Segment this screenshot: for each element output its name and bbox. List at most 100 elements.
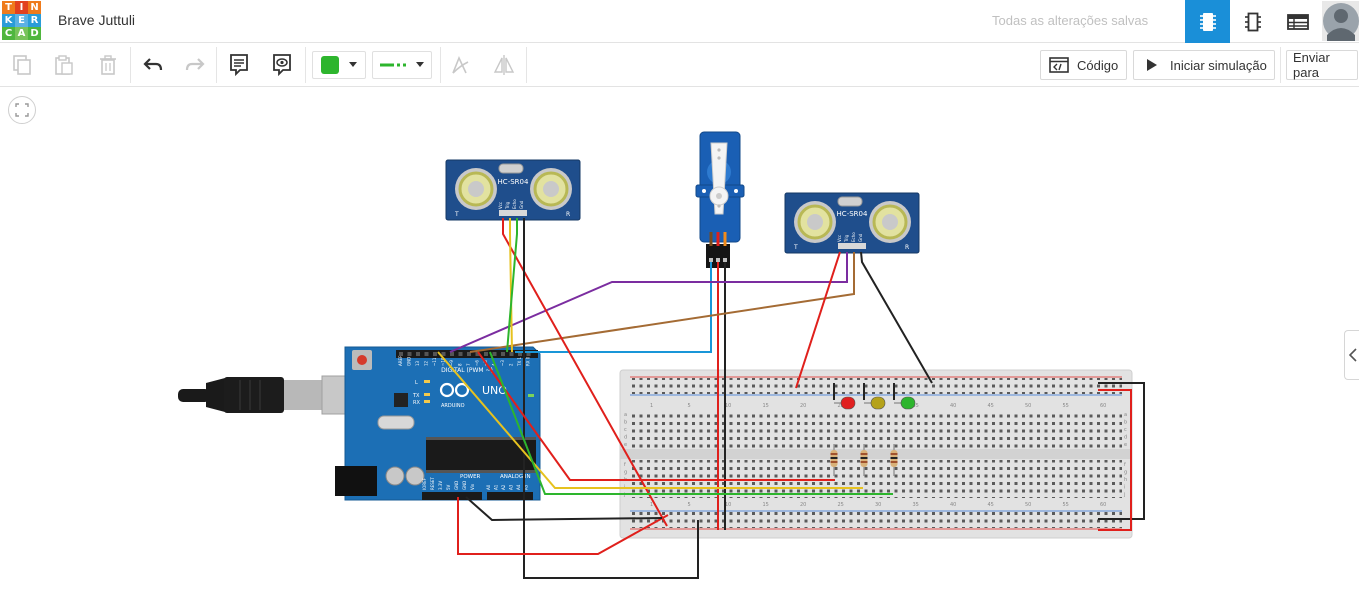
wire-sensor2-vcc[interactable]: [795, 251, 841, 389]
user-avatar[interactable]: [1322, 1, 1359, 41]
wire-gnd[interactable]: [465, 496, 663, 522]
wires[interactable]: [437, 218, 1145, 579]
led-2[interactable]: [864, 396, 886, 410]
sensor-pin-label: Echo: [512, 199, 517, 209]
wire-sensor2-echo[interactable]: [469, 252, 855, 353]
rx-led-label: RX: [413, 400, 420, 406]
digital-header-pin[interactable]: [475, 352, 480, 356]
redo-button[interactable]: [181, 49, 209, 81]
wire-type-picker[interactable]: [372, 51, 432, 79]
tx-led-label: TX: [412, 393, 420, 399]
wire-sensor1-vcc[interactable]: [502, 218, 668, 527]
logo-letter: A: [15, 27, 28, 40]
paste-button[interactable]: [50, 49, 78, 81]
notes-visibility-button[interactable]: [268, 49, 296, 81]
led-group[interactable]: [830, 383, 916, 476]
digital-header-pin[interactable]: [484, 352, 488, 356]
logo-letter: I: [15, 1, 28, 14]
digital-header-pin[interactable]: [407, 352, 412, 356]
wire-led-red[interactable]: [477, 351, 835, 481]
wire-servo-signal[interactable]: [515, 262, 712, 353]
code-button[interactable]: Código: [1040, 50, 1127, 80]
sensor-1-corner-right: R: [566, 211, 570, 218]
wire-led-green[interactable]: [489, 351, 893, 495]
logo-letter: K: [2, 14, 15, 27]
toolbar-divider: [1280, 47, 1281, 83]
digital-header-pin[interactable]: [526, 352, 531, 356]
digital-pin-label: ~10: [441, 357, 446, 366]
flip-button[interactable]: [490, 49, 518, 81]
schematic-view-button[interactable]: [1230, 0, 1275, 43]
sensor-2-model-label: HC-SR04: [837, 210, 868, 218]
project-title[interactable]: Brave Juttuli: [58, 12, 136, 28]
wire-sensor1-echo[interactable]: [506, 218, 518, 353]
note-eye-icon: [273, 54, 291, 77]
send-to-button[interactable]: Enviar para: [1286, 50, 1358, 80]
undo-button[interactable]: [139, 49, 167, 81]
led-3[interactable]: [894, 396, 916, 410]
digital-header-pin[interactable]: [492, 352, 497, 356]
wire-5v[interactable]: [457, 497, 669, 555]
fit-view-button[interactable]: [8, 96, 36, 124]
digital-header-pin[interactable]: [518, 352, 522, 356]
copy-icon: [13, 55, 31, 75]
digital-header-pin[interactable]: [424, 352, 429, 356]
start-simulation-button[interactable]: Iniciar simulação: [1133, 50, 1275, 80]
digital-header-pin[interactable]: [509, 352, 514, 356]
components-panel-toggle[interactable]: [1344, 330, 1359, 380]
breadboard-row-label: c: [624, 427, 627, 433]
notes-button[interactable]: [225, 49, 253, 81]
list-table-icon: [1286, 13, 1309, 30]
led-1[interactable]: [834, 396, 856, 410]
sensor-pin-label: Gnd: [858, 233, 863, 242]
resistor-1[interactable]: [830, 444, 838, 476]
digital-pin-label: 13: [415, 360, 420, 366]
component-list-button[interactable]: [1275, 0, 1320, 43]
board-maker-label: ARDUINO: [441, 403, 465, 409]
digital-header-pin[interactable]: [501, 352, 505, 356]
digital-header-label: DIGITAL (PWM ~): [441, 367, 493, 374]
breadboard-col-label: 15: [763, 502, 769, 508]
wire-rail-ground-right[interactable]: [1098, 382, 1145, 520]
analog-header-label: ANALOG IN: [500, 474, 531, 480]
copy-button[interactable]: [8, 49, 36, 81]
breadboard-col-label: 10: [725, 502, 731, 508]
code-editor-icon: [1049, 57, 1069, 73]
sensor-pin-label: Echo: [851, 232, 856, 242]
wire-rail-power-right[interactable]: [1098, 389, 1132, 531]
breadboard[interactable]: 1155101015152020252530303535404045455050…: [619, 369, 1133, 539]
digital-header-pin[interactable]: [450, 352, 454, 356]
breadboard-col-label: 20: [800, 502, 806, 508]
digital-header-pin[interactable]: [433, 352, 437, 356]
digital-header-pin[interactable]: [416, 352, 420, 356]
digital-header-pin[interactable]: [441, 352, 446, 356]
wire-sensor1-gnd[interactable]: [523, 218, 699, 579]
digital-pin-label: 2: [509, 363, 514, 366]
wire-sensor2-gnd[interactable]: [860, 251, 933, 384]
digital-header-pin[interactable]: [467, 352, 471, 356]
delete-button[interactable]: [94, 49, 122, 81]
micro-servo[interactable]: [695, 131, 745, 268]
wire-led-yellow[interactable]: [437, 351, 863, 489]
breadboard-row-label: g: [1124, 470, 1127, 476]
breadboard-row-label: d: [624, 435, 627, 441]
color-swatch: [321, 56, 339, 74]
digital-header-pin[interactable]: [399, 352, 403, 356]
resistor-2[interactable]: [860, 444, 868, 476]
circuit-chip-icon: [1199, 12, 1216, 31]
note-icon: [230, 54, 248, 77]
digital-pin-label: AREF: [398, 355, 403, 366]
digital-header-pin[interactable]: [458, 352, 463, 356]
color-picker[interactable]: [312, 51, 366, 79]
wire-sensor2-trig[interactable]: [449, 252, 848, 353]
sensor-pin-label: Trig: [844, 234, 849, 243]
circuit-view-button[interactable]: [1185, 0, 1230, 43]
rotate-button[interactable]: [446, 49, 474, 81]
redo-arrow-icon: [185, 58, 205, 71]
resistor-3[interactable]: [890, 444, 898, 476]
